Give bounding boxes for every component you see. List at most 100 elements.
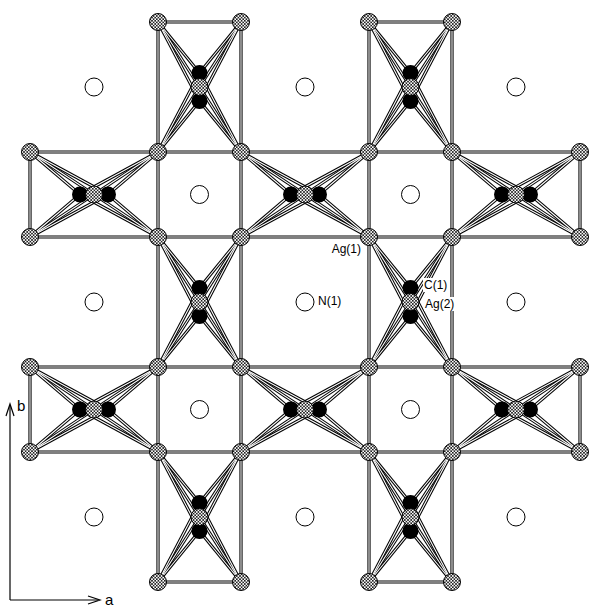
bond-line bbox=[241, 367, 291, 410]
bond-line bbox=[108, 367, 158, 410]
bond-line bbox=[241, 367, 291, 410]
bond-line bbox=[158, 580, 241, 583]
bond-line bbox=[200, 22, 242, 73]
bond-line bbox=[239, 367, 242, 452]
silver-atom bbox=[402, 509, 419, 526]
nitrogen-atom bbox=[507, 508, 525, 526]
bond-line bbox=[158, 581, 241, 582]
silver-atom bbox=[150, 359, 167, 376]
bond-line bbox=[158, 237, 200, 288]
bond-line bbox=[411, 316, 453, 367]
bond-line bbox=[530, 195, 580, 238]
nitrogen-atom bbox=[402, 186, 420, 204]
bond-line bbox=[241, 450, 369, 453]
bond-line bbox=[411, 22, 453, 73]
axis-label: a bbox=[104, 591, 114, 608]
bond-line bbox=[158, 101, 200, 152]
bond-line bbox=[367, 367, 370, 452]
silver-atom bbox=[402, 79, 419, 96]
bond-line bbox=[369, 316, 411, 367]
bond-line bbox=[319, 367, 369, 410]
bond-line bbox=[30, 450, 158, 453]
bond-line bbox=[319, 152, 369, 195]
bond-line bbox=[157, 367, 158, 452]
silver-atom bbox=[150, 144, 167, 161]
bond-line bbox=[240, 152, 241, 237]
bond-line bbox=[158, 101, 200, 152]
bond-line bbox=[241, 150, 369, 153]
bond-line bbox=[200, 237, 242, 288]
silver-atom bbox=[191, 79, 208, 96]
bond-line bbox=[319, 195, 369, 238]
bond-line bbox=[369, 151, 452, 152]
silver-atom bbox=[233, 359, 250, 376]
bond-line bbox=[158, 20, 241, 23]
bond-line bbox=[158, 22, 200, 73]
bond-line bbox=[200, 316, 242, 367]
bond-line bbox=[241, 152, 291, 195]
bond-line bbox=[369, 452, 411, 503]
atom-label: Ag(1) bbox=[331, 242, 362, 256]
bond-line bbox=[411, 531, 453, 582]
bond-line bbox=[108, 152, 158, 195]
bond-line bbox=[158, 366, 241, 367]
bond-line bbox=[530, 410, 580, 453]
bond-line bbox=[30, 152, 80, 195]
bond-line bbox=[241, 195, 291, 238]
bond-line bbox=[200, 531, 242, 582]
bond-line bbox=[369, 450, 452, 453]
bond-line bbox=[241, 366, 369, 367]
silver-atom bbox=[361, 14, 378, 31]
silver-atom bbox=[150, 574, 167, 591]
bond-line bbox=[158, 452, 200, 503]
nitrogen-atom bbox=[507, 293, 525, 311]
bond-line bbox=[158, 365, 241, 368]
bond-line bbox=[452, 367, 502, 410]
bond-line bbox=[369, 235, 452, 238]
bond-line bbox=[200, 101, 242, 152]
atom-label: Ag(2) bbox=[424, 297, 455, 311]
bond-line bbox=[240, 22, 241, 152]
bond-line bbox=[28, 367, 31, 452]
bond-line bbox=[452, 410, 502, 453]
bond-line bbox=[369, 237, 411, 288]
silver-atom bbox=[444, 229, 461, 246]
bond-line bbox=[450, 452, 453, 582]
bond-line bbox=[368, 367, 369, 452]
bond-line bbox=[200, 452, 242, 503]
bond-line bbox=[108, 410, 158, 453]
bond-line bbox=[200, 316, 242, 367]
silver-atom bbox=[508, 186, 525, 203]
silver-atom bbox=[233, 144, 250, 161]
bond-line bbox=[530, 367, 580, 410]
nitrogen-atom bbox=[296, 78, 314, 96]
bond-line bbox=[241, 365, 369, 368]
bond-line bbox=[369, 236, 452, 237]
bond-line bbox=[319, 410, 369, 453]
bond-line bbox=[367, 237, 370, 367]
bond-line bbox=[108, 195, 158, 238]
nitrogen-atom bbox=[507, 78, 525, 96]
bond-line bbox=[200, 452, 242, 503]
silver-atom bbox=[444, 14, 461, 31]
silver-atom bbox=[22, 144, 39, 161]
bond-line bbox=[452, 235, 580, 238]
bond-line bbox=[578, 152, 581, 237]
bond-line bbox=[157, 452, 158, 582]
bond-line bbox=[241, 235, 369, 238]
bond-line bbox=[158, 450, 241, 453]
nitrogen-atom bbox=[85, 78, 103, 96]
bond-line bbox=[30, 365, 158, 368]
bond-line bbox=[158, 150, 241, 153]
bond-line bbox=[158, 316, 200, 367]
bond-line bbox=[157, 22, 158, 152]
silver-atom bbox=[297, 186, 314, 203]
bond-line bbox=[30, 235, 158, 238]
bond-line bbox=[452, 195, 502, 238]
nitrogen-atom bbox=[191, 186, 209, 204]
bond-line bbox=[156, 237, 159, 367]
silver-atom bbox=[361, 444, 378, 461]
bond-line bbox=[369, 22, 411, 73]
bond-line bbox=[156, 22, 159, 152]
bond-line bbox=[241, 410, 291, 453]
